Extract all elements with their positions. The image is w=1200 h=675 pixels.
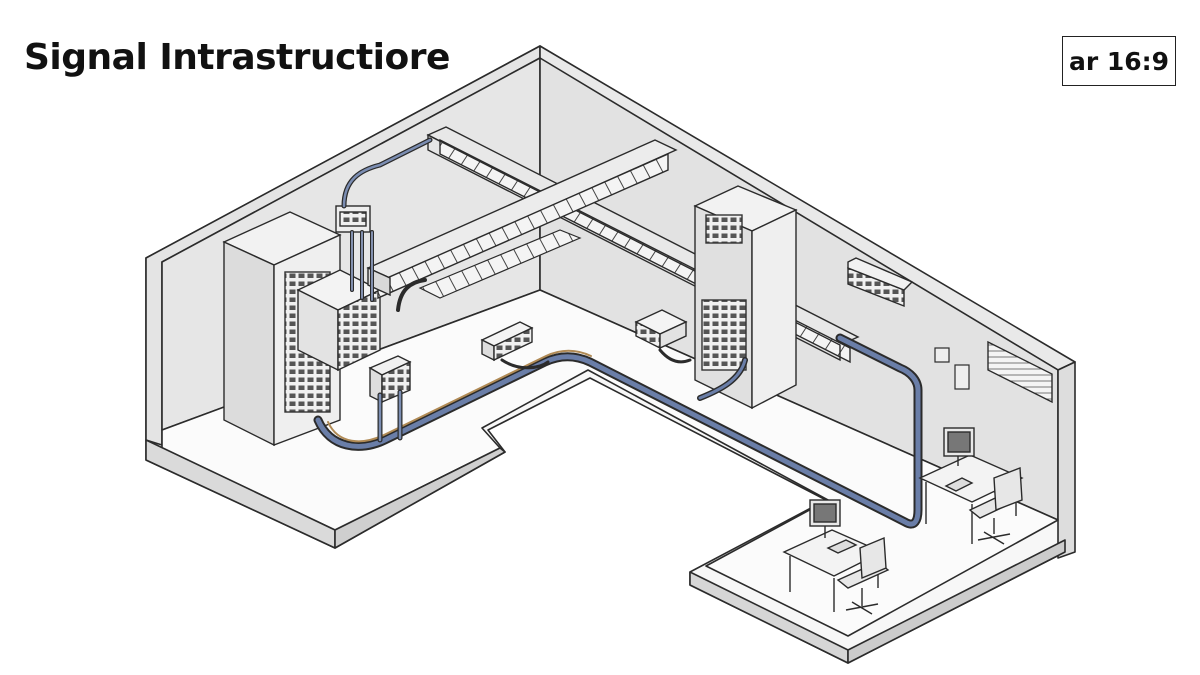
aspect-ratio-badge: ar 16:9 [1062, 36, 1176, 86]
cable-run-main [313, 333, 923, 529]
rack-right[interactable] [693, 185, 798, 410]
switch-floor-2[interactable] [634, 309, 688, 350]
office-chair-icon[interactable] [836, 536, 890, 615]
cable-risers [341, 137, 433, 312]
patch-panel-left[interactable] [296, 269, 382, 372]
floor-edge-mid [334, 447, 506, 549]
page-title: Signal Intrastructiore [24, 37, 450, 78]
wall-switch-right[interactable] [847, 257, 914, 308]
cable-tray-short [418, 229, 582, 299]
wall-vent-icon [987, 340, 1053, 404]
right-end-wall [1057, 361, 1076, 559]
switch-floor-1[interactable] [480, 321, 534, 362]
wall-box-upper[interactable] [335, 205, 371, 233]
cable-tray-cross [366, 139, 678, 300]
wall-outlets [934, 347, 970, 390]
office-chair-right[interactable] [968, 467, 1023, 545]
floor-edge-end [847, 539, 1066, 664]
